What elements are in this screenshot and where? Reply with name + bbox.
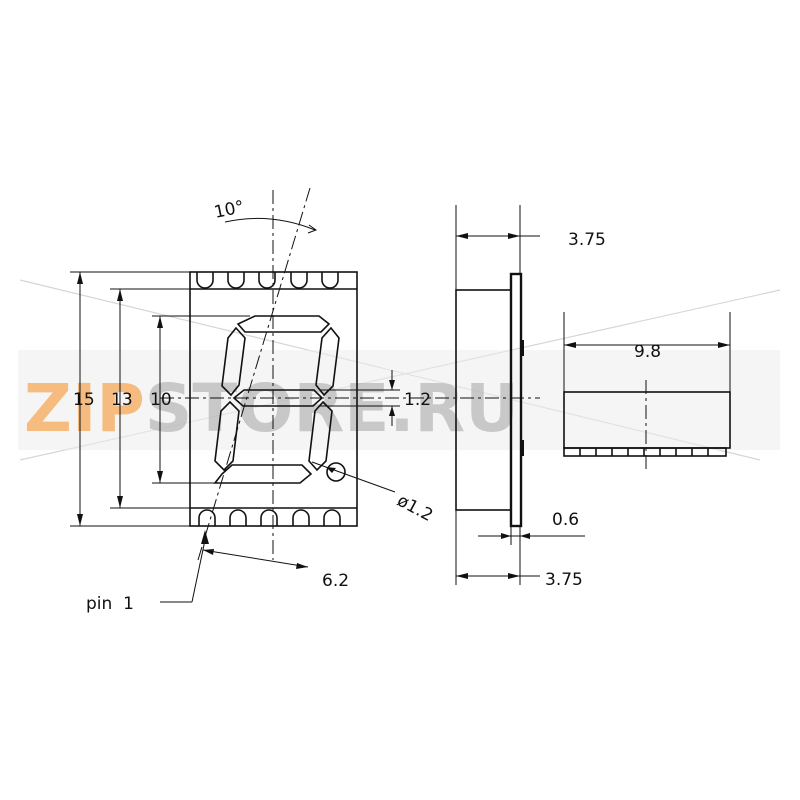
segment-e [214, 400, 240, 472]
segment-c [308, 400, 333, 472]
segment-d [213, 464, 313, 484]
segment-a [236, 315, 331, 333]
dim-depth-top: 3.75 [568, 230, 606, 250]
dim-width-6-2: 6.2 [322, 571, 349, 591]
dim-depth-bottom: 3.75 [545, 570, 583, 590]
dim-height-13: 13 [111, 390, 133, 410]
side-view: 3.75 3.75 0.6 [455, 205, 606, 590]
dim-pin-length: 9.8 [634, 342, 661, 362]
pin-view: 9.8 [563, 312, 731, 470]
dim-flange-0-6: 0.6 [552, 510, 579, 530]
watermark-store: STORE.RU [145, 370, 519, 447]
dim-height-10: 10 [150, 390, 172, 410]
side-flange [509, 272, 523, 528]
watermark: ZIPSTORE.RU [18, 279, 781, 461]
segment-b [315, 326, 340, 397]
decimal-point [326, 462, 346, 482]
bottom-pin-notches [198, 509, 341, 526]
dim-height-15: 15 [73, 390, 95, 410]
pin-1-label: pin 1 [86, 594, 134, 614]
top-pin-notches [196, 272, 339, 289]
svg-text:ZIPSTORE.RU: ZIPSTORE.RU [24, 370, 519, 447]
segment-f [221, 326, 246, 397]
watermark-zip: ZIP [24, 370, 145, 447]
dim-dot-diameter: ø1.2 [394, 491, 436, 526]
dim-segment-1-2: 1.2 [404, 390, 431, 410]
